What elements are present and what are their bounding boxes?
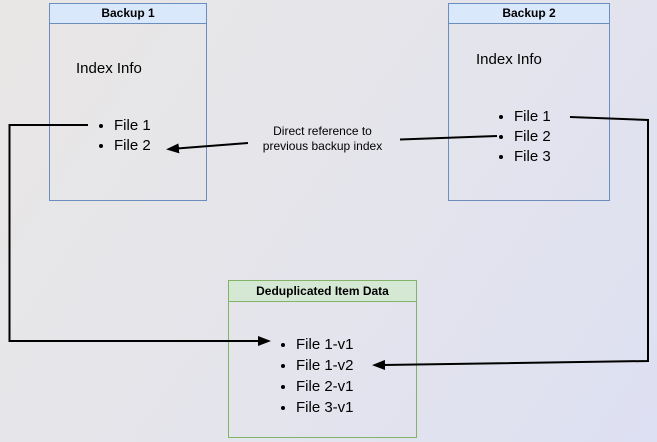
file-list-item: File 1 [114, 116, 151, 136]
backup1-index-info-label: Index Info [76, 60, 142, 77]
file-list-item: File 2-v1 [296, 376, 354, 397]
dedup-file-list: File 1-v1 File 1-v2 File 2-v1 File 3-v1 [229, 334, 354, 418]
backup2-node: Backup 2 Index Info File 1 File 2 File 3 [448, 3, 610, 201]
direct-reference-annotation: Direct reference to previous backup inde… [262, 124, 383, 153]
backup2-index-info-label: Index Info [476, 51, 542, 68]
file-list-item: File 1-v1 [296, 334, 354, 355]
backup1-node: Backup 1 Index Info File 1 File 2 [49, 3, 207, 201]
file-list-item: File 3-v1 [296, 397, 354, 418]
file-list-item: File 3 [514, 147, 551, 167]
dedup-node: Deduplicated Item Data File 1-v1 File 1-… [228, 280, 417, 438]
file-list-item: File 1 [514, 107, 551, 127]
backup1-file-list: File 1 File 2 [50, 116, 151, 156]
file-list-item: File 2 [114, 136, 151, 156]
dedup-title: Deduplicated Item Data [229, 281, 416, 302]
backup1-title: Backup 1 [50, 4, 206, 24]
file-list-item: File 2 [514, 127, 551, 147]
file-list-item: File 1-v2 [296, 355, 354, 376]
backup2-file-list: File 1 File 2 File 3 [449, 107, 551, 167]
backup2-title: Backup 2 [449, 4, 609, 24]
